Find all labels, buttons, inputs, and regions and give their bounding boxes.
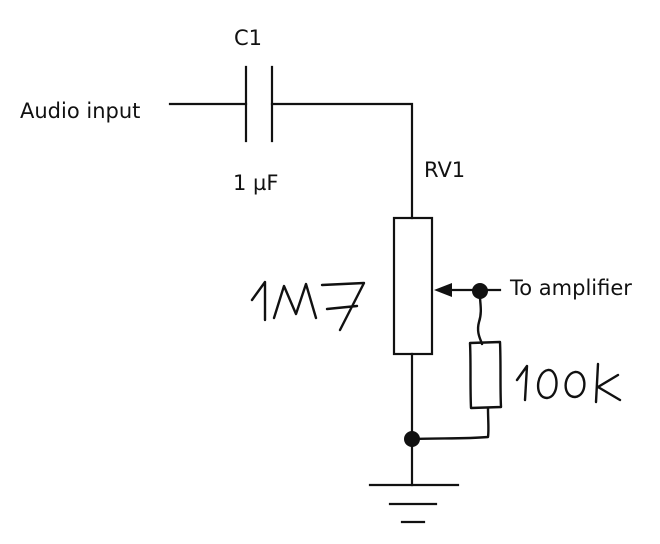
- rv1-ref-label: RV1: [424, 158, 465, 182]
- hand-wire-down: [476, 289, 484, 346]
- handwritten-pot-value: [250, 280, 366, 332]
- wiper-node: [472, 283, 488, 299]
- ground-junction-node: [404, 431, 420, 447]
- handwritten-resistor-value: [515, 362, 622, 404]
- audio-input-label: Audio input: [20, 99, 140, 123]
- to-amplifier-label: To amplifier: [509, 276, 632, 300]
- c1-to-rv1-wire: [270, 102, 414, 220]
- c1-ref-label: C1: [234, 26, 262, 50]
- hand-resistor-body: [468, 340, 503, 410]
- rv1-body: [392, 216, 434, 356]
- c1-value-label: 1 µF: [233, 171, 278, 195]
- hand-wire-to-ground-node: [412, 406, 490, 441]
- wiper-arrowhead: [434, 283, 452, 297]
